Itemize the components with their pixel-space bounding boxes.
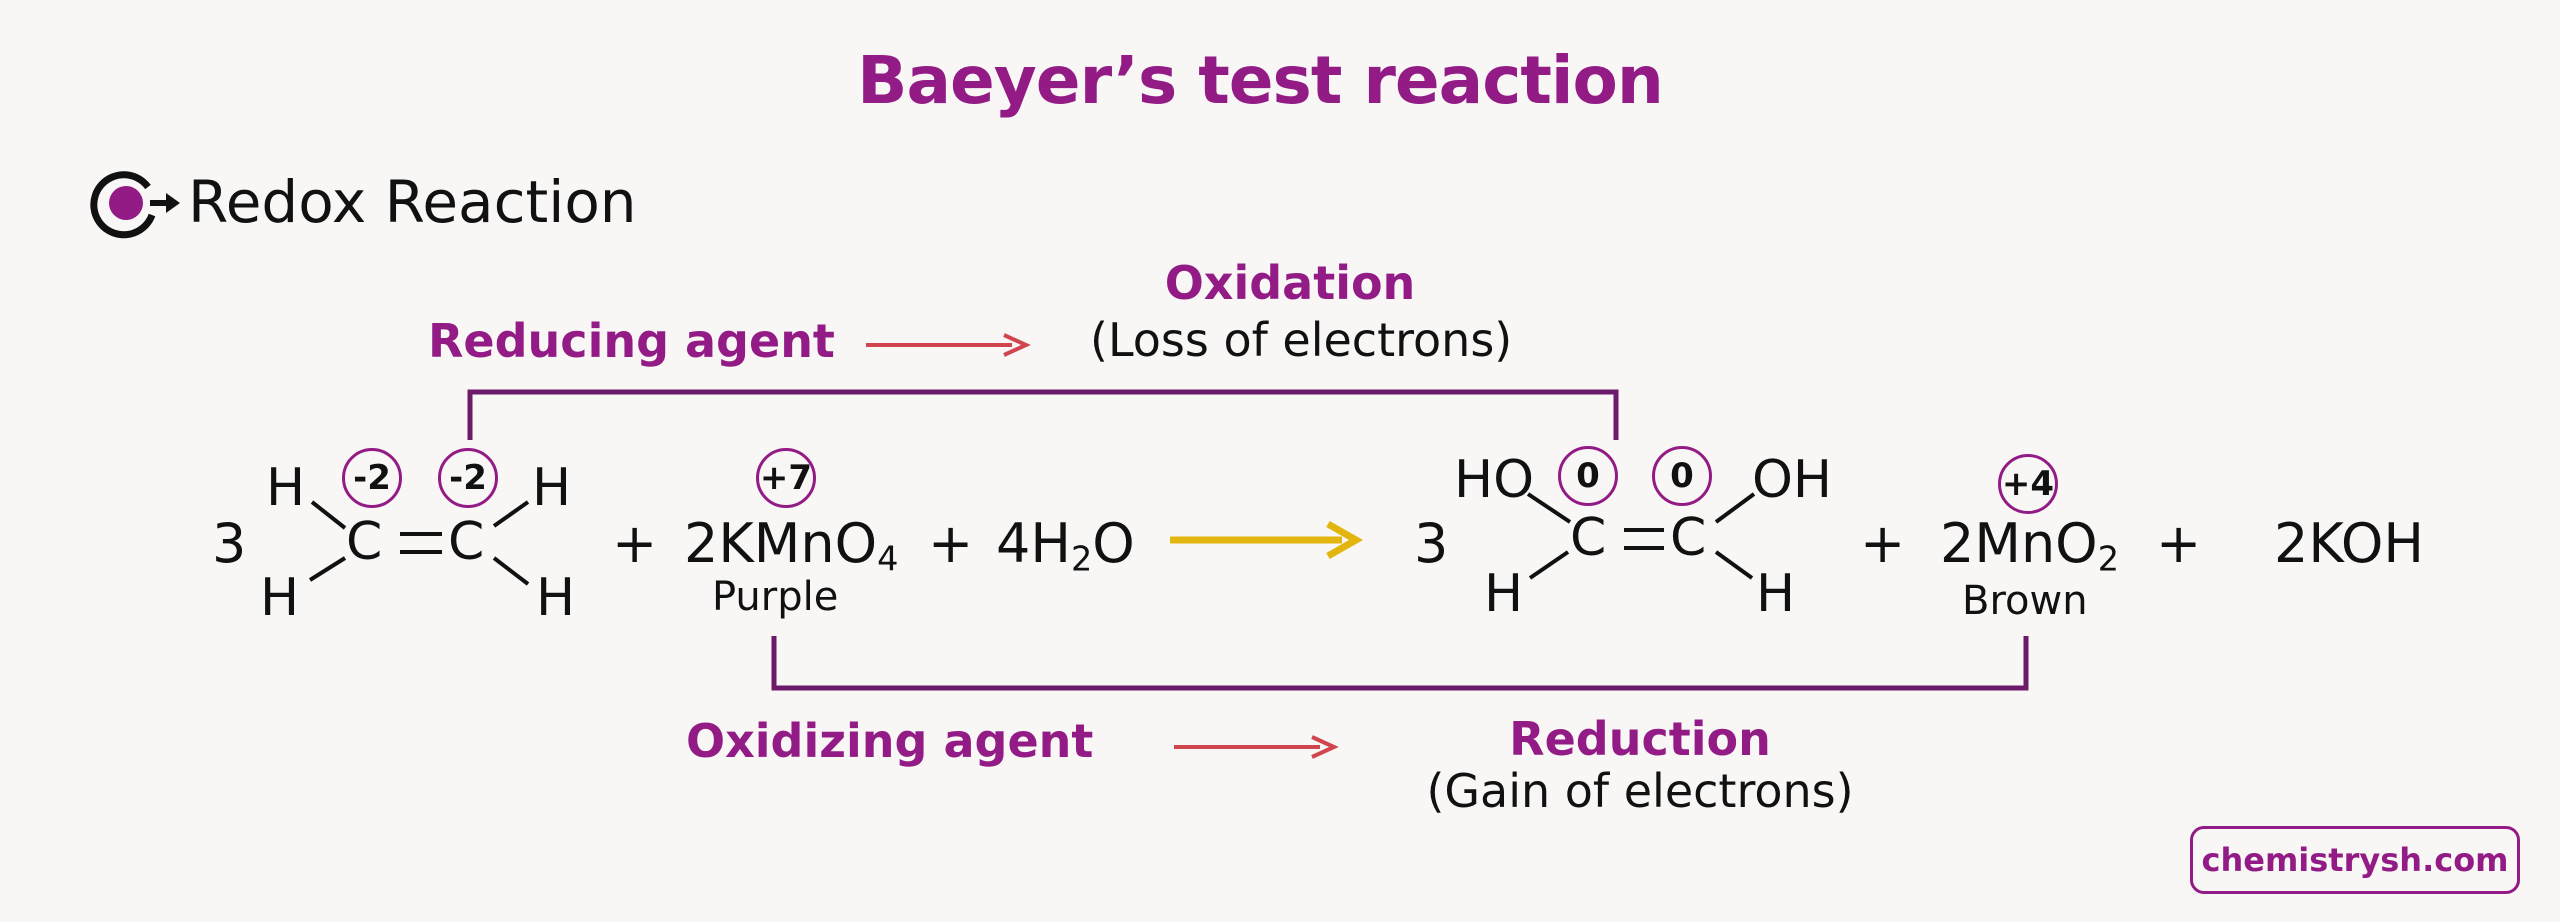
glycol-coefficient: 3	[1414, 512, 1449, 575]
ethene-h-bottom-left: H	[260, 568, 300, 628]
reaction-arrow	[1170, 520, 1364, 560]
glycol-c-right: C	[1670, 508, 1707, 568]
plus-sign: +	[1860, 512, 1906, 575]
reduction-label: Reduction	[1509, 712, 1771, 766]
ethene-c-left: C	[346, 512, 383, 572]
oxidation-state-badge: +7	[756, 448, 816, 508]
reduction-detail: (Gain of electrons)	[1426, 764, 1854, 818]
oxidizing-agent-label: Oxidizing agent	[686, 714, 1094, 768]
kmno4-formula: 2KMnO4	[684, 512, 899, 579]
water-formula: 4H2O	[996, 512, 1135, 579]
oxidation-state-badge: 0	[1652, 446, 1712, 506]
glycol-ho: HO	[1454, 450, 1535, 510]
ethene-coefficient: 3	[212, 512, 247, 575]
glycol-c-left: C	[1570, 508, 1607, 568]
glycol-h-left: H	[1484, 564, 1524, 624]
page-title: Baeyer’s test reaction	[857, 42, 1664, 119]
oxidation-label: Oxidation	[1164, 256, 1416, 310]
reduction-bracket	[771, 636, 2029, 691]
plus-sign: +	[612, 512, 658, 575]
ethene-h-top-left: H	[266, 458, 306, 518]
ethene-h-bottom-right: H	[536, 568, 576, 628]
oxidation-state-badge: -2	[438, 448, 498, 508]
mno2-color-label: Brown	[1962, 578, 2088, 624]
ethene-c-right: C	[448, 512, 485, 572]
oxidation-state-badge: 0	[1558, 446, 1618, 506]
kmno4-color-label: Purple	[712, 574, 839, 620]
plus-sign: +	[2156, 512, 2202, 575]
glycol-h-right: H	[1756, 564, 1796, 624]
oxidation-detail: (Loss of electrons)	[1090, 313, 1513, 367]
plus-sign: +	[928, 512, 974, 575]
website-link[interactable]: chemistrysh.com	[2190, 826, 2520, 894]
redox-cycle-icon	[90, 171, 180, 239]
mno2-formula: 2MnO2	[1940, 512, 2119, 579]
oxidation-bracket	[467, 389, 1619, 440]
reducing-agent-label: Reducing agent	[428, 314, 835, 368]
section-heading: Redox Reaction	[188, 168, 637, 236]
oxidation-state-badge: -2	[342, 448, 402, 508]
oxidation-state-badge: +4	[1998, 454, 2058, 514]
oxidizing-agent-arrow	[1174, 735, 1339, 759]
koh-formula: 2KOH	[2274, 512, 2424, 575]
ethene-h-top-right: H	[532, 458, 572, 518]
glycol-oh: OH	[1752, 450, 1833, 510]
reducing-agent-arrow	[866, 333, 1031, 357]
